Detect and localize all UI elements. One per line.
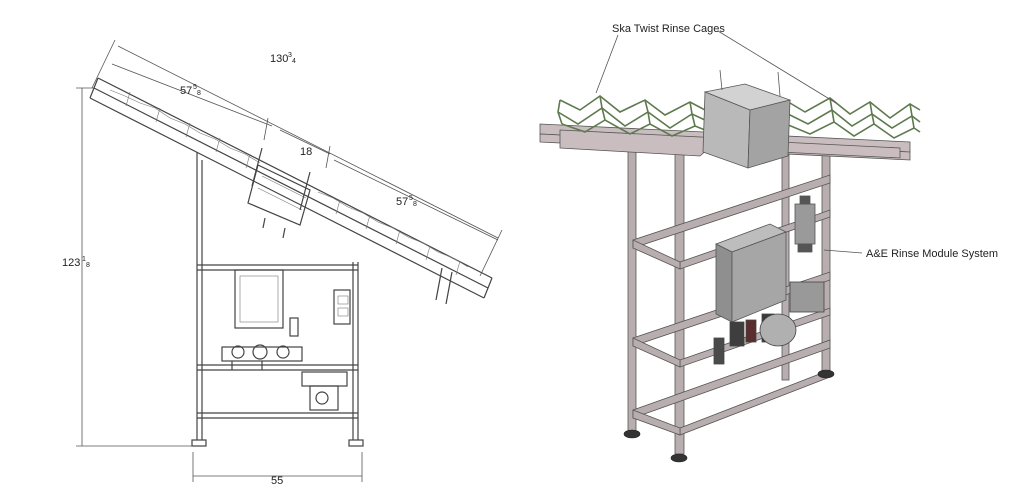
dimension-cage-left: 57 5 8: [180, 84, 201, 97]
dimension-cage-gap: 18: [300, 146, 312, 158]
svg-text:3: 3: [288, 52, 292, 59]
svg-text:130: 130: [270, 53, 288, 65]
side-cage-assembly: [89, 77, 493, 305]
callout-leaders: [595, 30, 863, 254]
svg-text:57: 57: [180, 85, 192, 97]
side-equipment: [221, 269, 351, 411]
iso-view: Ska Twist Rinse Cages A&E Rinse Module S…: [539, 23, 998, 463]
side-frame: [191, 152, 364, 447]
dimension-cage-right: 57 5 8: [396, 195, 417, 208]
dimension-overall-length: 130 3 4: [270, 52, 296, 65]
svg-text:8: 8: [413, 201, 417, 208]
callout-rinse-cages: Ska Twist Rinse Cages: [612, 23, 725, 35]
iso-feet: [623, 369, 835, 463]
iso-rinse-cages: [557, 95, 921, 139]
svg-text:8: 8: [197, 90, 201, 97]
dimension-height: 123 1 8: [62, 256, 90, 269]
dimension-base-width: 55: [271, 475, 283, 487]
svg-text:4: 4: [292, 58, 296, 65]
iso-cage-housing: [702, 69, 792, 169]
svg-text:8: 8: [86, 262, 90, 269]
svg-text:5: 5: [193, 84, 197, 91]
side-view: 130 3 4 57 5 8 18 57 5 8 123 1 8 55: [62, 39, 503, 487]
svg-text:57: 57: [396, 196, 408, 208]
iso-pump-assembly: [713, 281, 825, 365]
callout-rinse-module: A&E Rinse Module System: [866, 248, 998, 260]
iso-control-enclosure: [714, 223, 788, 323]
svg-text:1: 1: [82, 256, 86, 263]
svg-text:123: 123: [62, 257, 80, 269]
svg-text:5: 5: [409, 195, 413, 202]
iso-valve-module: [794, 195, 816, 253]
side-dimension-lines: [76, 39, 503, 482]
